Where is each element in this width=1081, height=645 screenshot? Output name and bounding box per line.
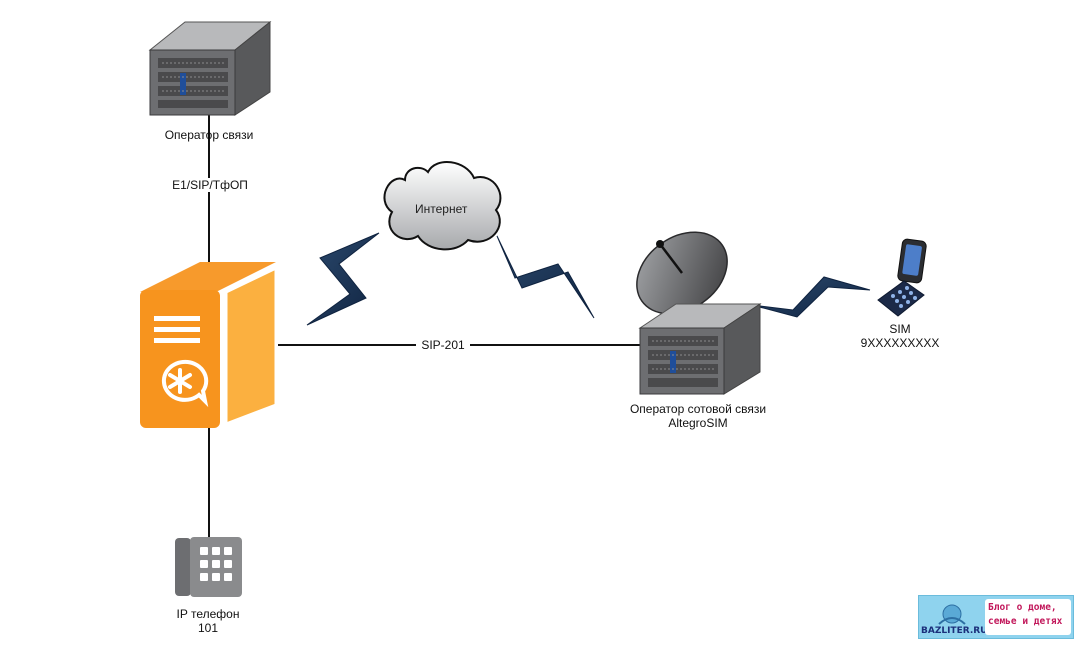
- ip-phone-label-line1: IP телефон: [176, 607, 240, 621]
- phone-label-line2: 9XXXXXXXXX: [860, 336, 940, 350]
- cloud-icon: [383, 160, 502, 251]
- server-icon: [638, 303, 762, 395]
- phone-label: SIM 9XXXXXXXXX: [850, 322, 950, 350]
- asterisk-pbx-icon: [140, 262, 278, 428]
- mobile-operator-label-line2: AltegroSIM: [668, 416, 728, 430]
- link-label-pbx-mobile: SIP-201: [416, 338, 470, 352]
- mobile-phone-icon: [877, 238, 927, 317]
- cloud-label: Интернет: [415, 202, 468, 216]
- lightning-bolt-icon: [306, 232, 871, 326]
- watermark-logo: BAZLITER.RU Блог о доме, семье и детях: [918, 595, 1074, 639]
- ip-phone-label-line2: 101: [197, 621, 219, 635]
- mobile-operator-label: Оператор сотовой связи AltegroSIM: [618, 402, 778, 430]
- phone-label-line1: SIM: [889, 322, 911, 336]
- watermark-site: BAZLITER.RU: [921, 626, 988, 636]
- operator-label: Оператор связи: [164, 128, 254, 142]
- server-icon: [148, 20, 272, 116]
- ip-phone-label: IP телефон 101: [160, 607, 256, 635]
- watermark-tagline-line1: Блог о доме,: [988, 602, 1057, 613]
- ip-phone-icon: [175, 537, 242, 597]
- watermark-mark-icon: [938, 604, 966, 625]
- watermark-tagline-line2: семье и детях: [988, 616, 1063, 627]
- watermark-tagline: Блог о доме, семье и детях: [985, 599, 1071, 635]
- link-label-operator-pbx: E1/SIP/ТфОП: [167, 178, 253, 192]
- mobile-operator-label-line1: Оператор сотовой связи: [629, 402, 767, 416]
